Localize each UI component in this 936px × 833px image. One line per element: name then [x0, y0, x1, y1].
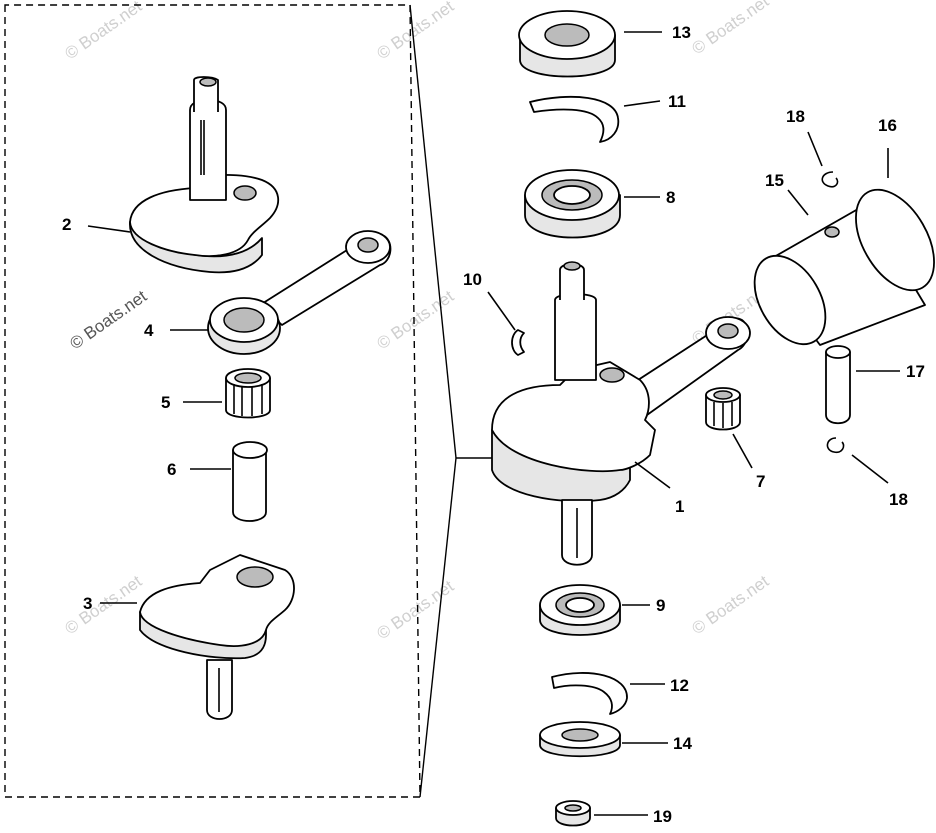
label-3: 3 [83, 594, 92, 613]
label-1: 1 [675, 497, 684, 516]
watermark: © Boats.net [61, 0, 145, 63]
piston [753, 188, 935, 346]
label-12: 12 [670, 676, 689, 695]
watermark: © Boats.net [61, 571, 145, 638]
connecting-rod [207, 230, 392, 355]
crankshaft-assembly [491, 261, 751, 566]
label-11: 11 [668, 92, 686, 111]
piston-pin-clips [821, 171, 845, 454]
label-19: 19 [653, 807, 672, 826]
label-18-bottom: 18 [889, 490, 908, 509]
label-7: 7 [756, 472, 765, 491]
leader-lines [87, 31, 900, 816]
label-2: 2 [62, 215, 71, 234]
lower-seal [539, 721, 621, 758]
lower-crank-half [139, 554, 295, 720]
retaining-ring-upper [529, 95, 620, 143]
piston-pin [825, 345, 851, 425]
watermark: © Boats.net [373, 576, 457, 643]
label-17: 17 [906, 362, 925, 381]
exploded-view-frame [4, 4, 492, 798]
part-labels: 2 3 4 5 6 13 11 8 10 1 7 15 16 18 17 18 … [62, 23, 925, 826]
label-14: 14 [673, 734, 692, 753]
watermark: © Boats.net [688, 571, 772, 638]
bushing [555, 800, 591, 827]
ball-bearing-upper [524, 169, 621, 239]
label-18-top: 18 [786, 107, 805, 126]
label-8: 8 [666, 188, 675, 207]
watermark: © Boats.net [688, 0, 772, 58]
needle-bearing [225, 368, 271, 419]
retaining-ring-lower [551, 672, 628, 715]
label-4: 4 [144, 321, 154, 340]
crank-pin [232, 441, 268, 522]
label-13: 13 [672, 23, 691, 42]
label-15: 15 [765, 171, 784, 190]
seal [518, 10, 616, 78]
label-5: 5 [161, 393, 170, 412]
label-10: 10 [463, 270, 482, 289]
label-9: 9 [656, 596, 665, 615]
ball-bearing-lower [539, 584, 621, 636]
watermark: © Boats.net [66, 286, 150, 353]
upper-crank-half [129, 76, 279, 274]
label-16: 16 [878, 116, 897, 135]
label-6: 6 [167, 460, 176, 479]
woodruff-key [511, 329, 525, 356]
needle-bearing-right [705, 387, 741, 431]
